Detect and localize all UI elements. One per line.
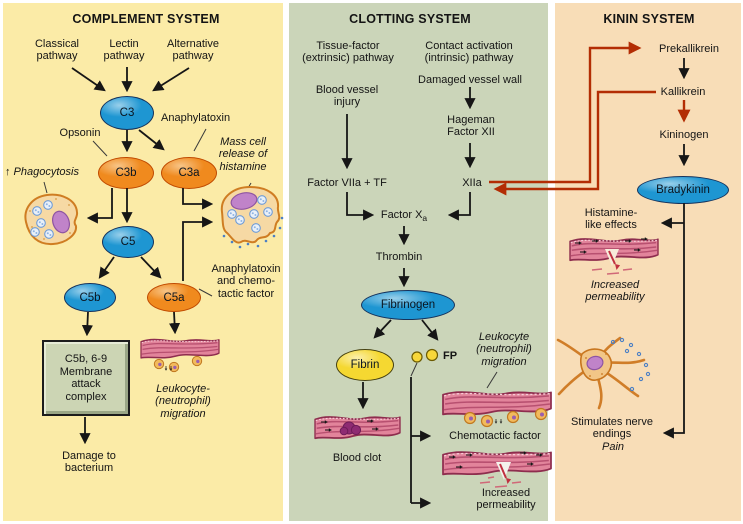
clotting-title: CLOTTING SYSTEM (349, 12, 471, 26)
tissue-factor-pathway-label: Tissue-factor (extrinsic) pathway (302, 40, 394, 65)
kininogen-label: Kininogen (659, 129, 709, 141)
chemotactic-factor-label: Chemotactic factor (449, 430, 541, 442)
kallikrein-label: Kallikrein (660, 86, 706, 98)
node-bradykinin: Bradykinin (637, 176, 729, 204)
node-c5b: C5b (64, 283, 116, 312)
pain-label: Pain (601, 441, 625, 453)
panel-complement-system (3, 3, 283, 521)
node-c5: C5 (102, 226, 154, 258)
factor-xa-label: Factor Xa (381, 209, 427, 224)
increased-permeability-kinin-label: Increased permeability (585, 279, 645, 304)
anaphylatoxin-c5a-label: Anaphylatoxin and chemo- tactic factor (211, 263, 281, 300)
factor-x-text: Factor X (380, 209, 423, 221)
xiia-label: XIIa (462, 177, 482, 189)
increased-permeability-clotting-label: Increased permeability (476, 487, 536, 512)
membrane-attack-complex-box: C5b, 6-9 Membrane attack complex (42, 340, 130, 416)
node-c5a: C5a (147, 283, 201, 312)
blood-vessel-injury-label: Blood vessel injury (315, 84, 379, 109)
phagocytosis-label: ↑ Phagocytosis (5, 166, 79, 178)
leukocyte-migration-clotting-label: Leukocyte (neutrophil) migration (476, 331, 532, 368)
classical-pathway-label: Classical pathway (34, 38, 80, 63)
hageman-factor-xii-label: Hageman Factor XII (447, 114, 495, 139)
histamine-like-effects-label: Histamine- like effects (584, 207, 638, 232)
leukocyte-migration-complement-label: Leukocyte- (neutrophil) migration (155, 383, 211, 420)
factor-viia-tf-label: Factor VIIa + TF (307, 177, 387, 189)
opsonin-label: Opsonin (59, 127, 101, 139)
damaged-vessel-wall-label: Damaged vessel wall (418, 74, 522, 86)
panel-kinin-system (555, 3, 741, 521)
node-c3a: C3a (161, 157, 217, 189)
alternative-pathway-label: Alternative pathway (167, 38, 219, 63)
contact-activation-pathway-label: Contact activation (intrinsic) pathway (424, 40, 514, 65)
thrombin-label: Thrombin (375, 251, 423, 263)
prekallikrein-label: Prekallikrein (659, 43, 719, 55)
complement-title: COMPLEMENT SYSTEM (72, 12, 220, 26)
node-fibrinogen: Fibrinogen (361, 290, 455, 320)
factor-x-subscript: a (422, 213, 428, 224)
blood-clot-label: Blood clot (332, 452, 382, 464)
stimulates-nerve-endings-label: Stimulates nerve endings (571, 416, 653, 441)
node-c3: C3 (100, 96, 154, 130)
damage-to-bacterium-label: Damage to bacterium (62, 450, 116, 475)
anaphylatoxin-c3a-label: Anaphylatoxin (161, 112, 231, 124)
lectin-pathway-label: Lectin pathway (103, 38, 145, 63)
kinin-title: KININ SYSTEM (603, 12, 695, 26)
fp-label: FP (443, 350, 458, 362)
mast-cell-histamine-label: Mass cell release of histamine (218, 136, 268, 173)
node-fibrin: Fibrin (336, 349, 394, 381)
node-c3b: C3b (98, 157, 154, 189)
